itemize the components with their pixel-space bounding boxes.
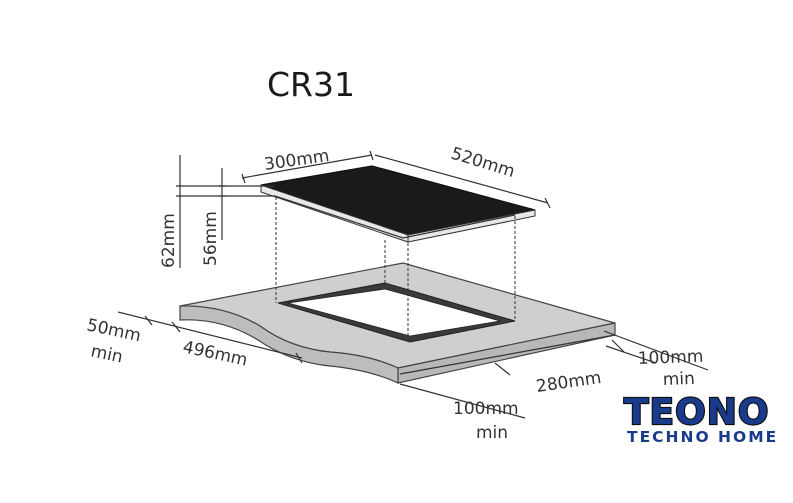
height-dimensions: 62mm 56mm [159,155,275,268]
logo-sub-text: TECHNO HOME [627,428,778,446]
dim-hob-depth: 520mm [449,144,518,182]
teono-logo: TEONO TECHNO HOME [618,388,788,448]
logo-main-text: TEONO [624,392,769,433]
dim-edge-right: 100mm [637,347,703,369]
dim-cutout-width: 280mm [535,368,603,397]
hob [260,165,536,342]
dim-height-body: 56mm [201,211,221,266]
dim-edge-front: 100mm [453,399,519,419]
hob-body [274,195,516,239]
model-title: CR31 [267,65,355,104]
dim-edge-left-min: min [89,341,125,367]
dim-edge-front-min: min [476,423,508,443]
dim-edge-right-min: min [662,369,695,390]
dim-height-total: 62mm [159,213,179,268]
countertop [179,262,616,384]
dim-hob-width: 300mm [263,146,331,175]
